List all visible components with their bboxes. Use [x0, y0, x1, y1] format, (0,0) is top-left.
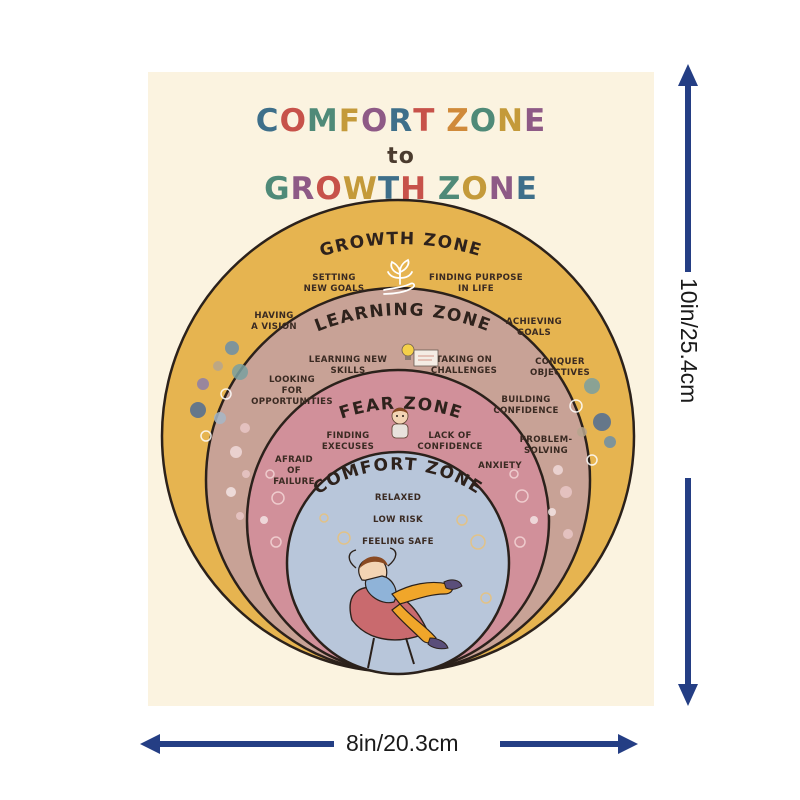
relaxing-man-illustration: [348, 547, 463, 669]
comfort-zone-circle: [285, 450, 511, 676]
width-dimension-label: 8in/20.3cm: [340, 732, 465, 755]
worried-boy-icon: [391, 407, 409, 439]
width-arrowhead-right: [618, 734, 638, 754]
plant-in-hand-icon: [383, 258, 416, 295]
comfort-zone-item: RELAXED: [375, 493, 421, 503]
zone-diagram: GROWTH ZONE LEARNING ZONE FEAR ZONE COMF…: [160, 198, 636, 676]
poster: COMFORT ZONE to GROWTH ZONE: [148, 72, 654, 706]
title-line-2: to: [387, 144, 415, 169]
lightbulb-icon: [401, 343, 439, 367]
fear-zone-item: ANXIETY: [478, 461, 522, 471]
learning-zone-item: PROBLEM-SOLVING: [520, 435, 573, 456]
comfort-zone-item: FEELING SAFE: [362, 537, 434, 547]
title-line-1: COMFORT ZONE: [255, 103, 547, 139]
comfort-zone-item: LOW RISK: [373, 515, 423, 525]
width-arrowhead-left: [140, 734, 160, 754]
decorative-bubbles: [190, 341, 616, 604]
height-arrowhead-bottom: [678, 684, 698, 706]
height-dimension-label: 10in/25.4cm: [676, 272, 702, 410]
height-arrowhead-top: [678, 64, 698, 86]
